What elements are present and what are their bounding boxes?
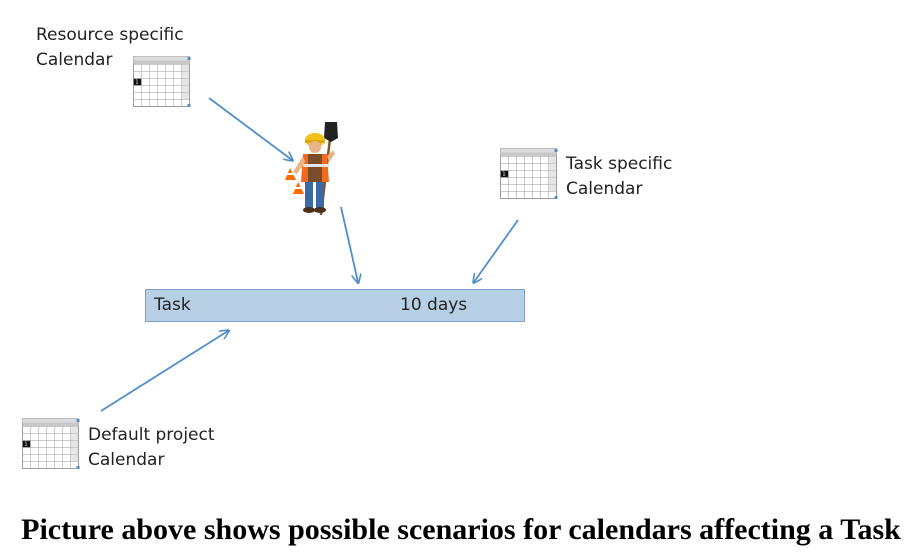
- default-calendar-label-line1: Default project: [88, 425, 215, 445]
- task-duration: 10 days: [400, 295, 468, 315]
- calendar-grid: 1: [500, 148, 558, 199]
- resource-calendar-label-line1: Resource specific: [36, 25, 184, 45]
- task-name: Task: [154, 295, 191, 315]
- arrow-worker-to-task: [340, 206, 358, 282]
- calendar-icon: 1: [22, 418, 82, 476]
- svg-text:1: 1: [135, 80, 138, 86]
- calendar-icon: 1: [133, 56, 193, 114]
- calendar-grid: 1: [22, 418, 80, 469]
- calendar-icon: 1: [500, 148, 560, 206]
- task-bar[interactable]: Task 10 days: [145, 289, 525, 322]
- task-calendar-label: Task specific Calendar: [566, 152, 672, 202]
- svg-text:1: 1: [24, 442, 27, 448]
- task-calendar-label-line2: Calendar: [566, 179, 643, 199]
- arrow-default-to-task: [100, 331, 228, 412]
- construction-worker-icon: [285, 122, 338, 216]
- resource-calendar-label: Resource specific Calendar: [36, 23, 184, 73]
- arrow-taskcal-to-task: [474, 219, 519, 282]
- svg-text:1: 1: [502, 172, 505, 178]
- task-calendar-label-line1: Task specific: [566, 154, 673, 174]
- calendar-grid: 1: [133, 56, 191, 107]
- arrow-resource-to-worker: [208, 97, 292, 160]
- default-calendar-label: Default project Calendar: [88, 423, 215, 473]
- default-calendar-label-line2: Calendar: [88, 450, 165, 470]
- figure-caption: Picture above shows possible scenarios f…: [21, 513, 901, 546]
- resource-calendar-label-line2: Calendar: [36, 50, 113, 70]
